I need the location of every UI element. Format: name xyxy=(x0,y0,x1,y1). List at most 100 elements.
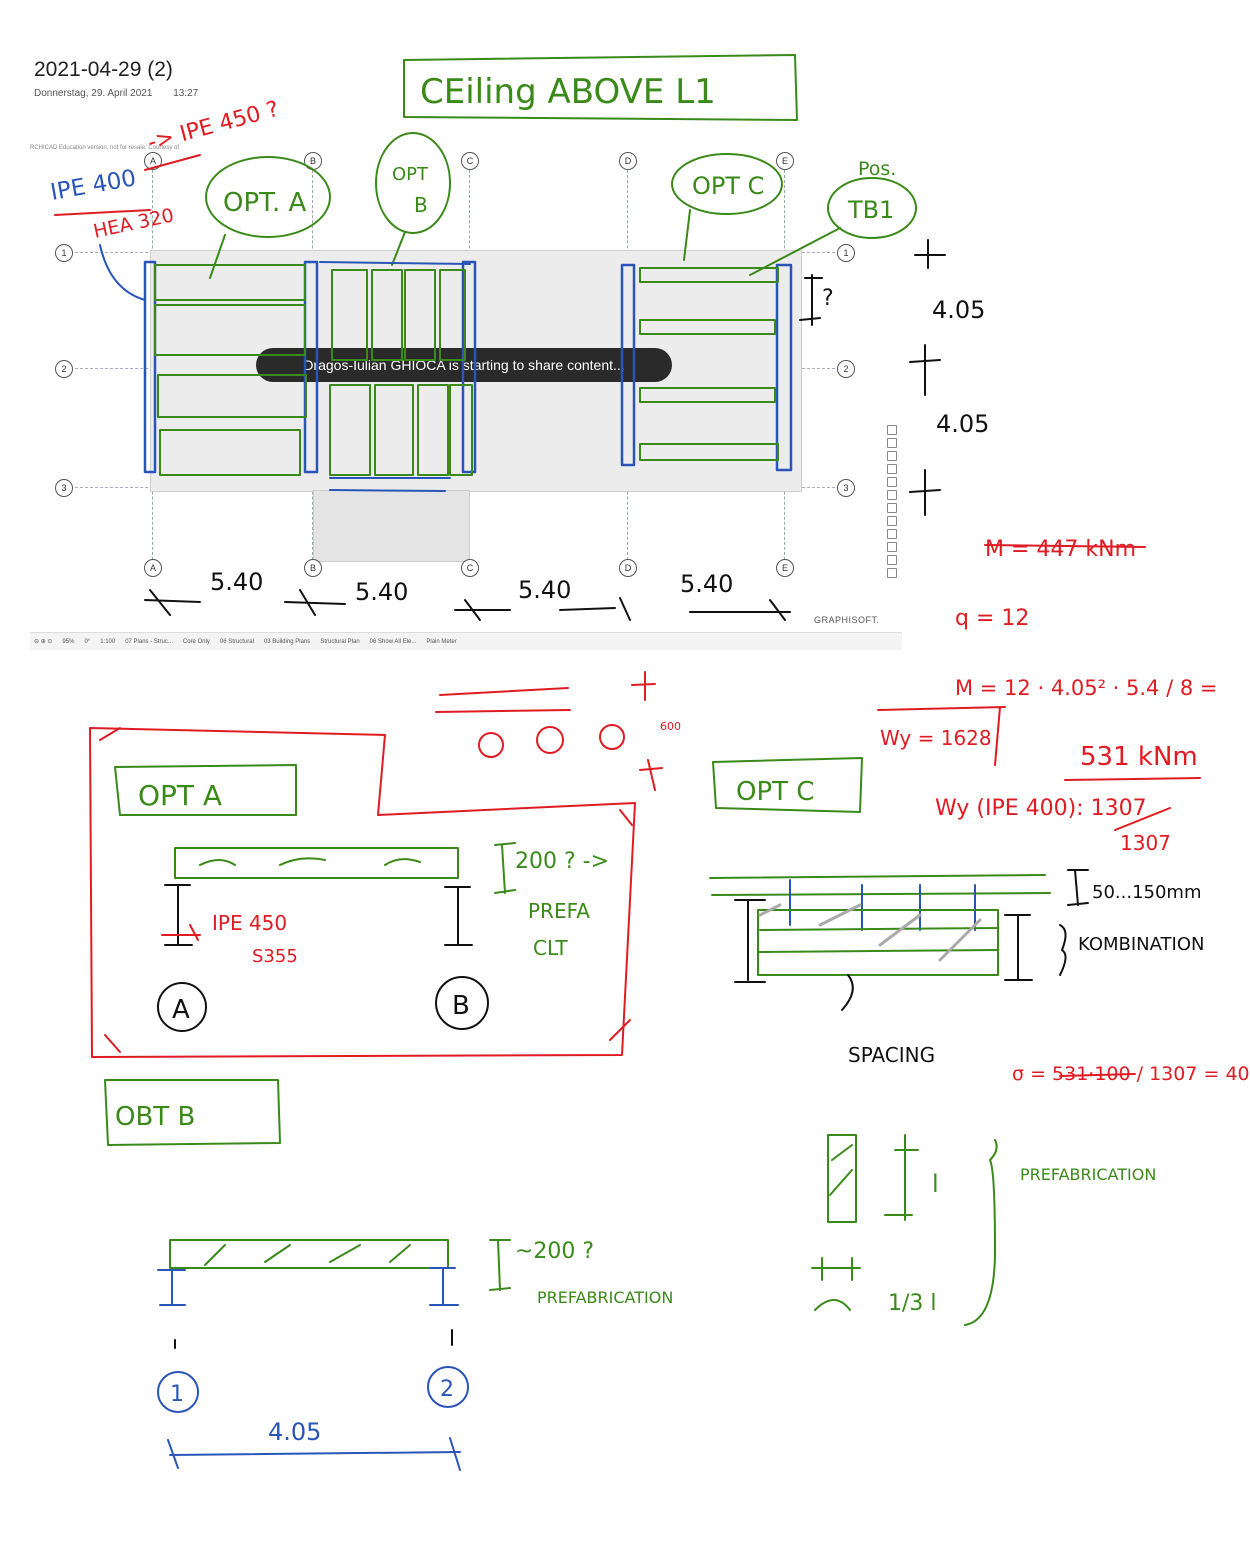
tool-icon[interactable] xyxy=(887,529,897,539)
opt-b-bubble xyxy=(375,132,451,234)
s355-text: S355 xyxy=(252,946,298,967)
kombination-text: KOMBINATION xyxy=(1078,934,1205,955)
grid-label-top-a: A xyxy=(144,152,162,170)
ipe450-text: IPE 450 xyxy=(212,911,287,935)
sigma: σ = 531·100 / 1307 = 40.6 kN/cm² xyxy=(1012,1063,1250,1085)
tool-icon[interactable] xyxy=(887,464,897,474)
tool-icon[interactable] xyxy=(887,568,897,578)
beam-blue-a xyxy=(143,260,157,474)
tool-icon[interactable] xyxy=(887,503,897,513)
plan-annex xyxy=(313,490,470,562)
beam-blue-e xyxy=(775,263,793,472)
tool-icon[interactable] xyxy=(887,555,897,565)
status-model-view[interactable]: 03 Building Plans xyxy=(263,638,311,645)
wy-line: Wy = 1628 xyxy=(880,726,992,750)
dim-405-a: 4.05 xyxy=(932,296,985,324)
status-override[interactable]: 06 Show All Ele... xyxy=(369,638,417,645)
zoom-icon[interactable]: ⊖ ⊕ ⊙ xyxy=(34,639,53,645)
tool-icon[interactable] xyxy=(887,425,897,435)
status-plan[interactable]: Structural Plan xyxy=(320,638,360,645)
tool-icon[interactable] xyxy=(887,490,897,500)
grid-label-top-c: C xyxy=(461,152,479,170)
status-zoom[interactable]: 95% xyxy=(62,638,75,645)
grid-label-bottom-d: D xyxy=(619,559,637,577)
axis-a-text: A xyxy=(172,995,190,1025)
ipe-label: IPE 400 xyxy=(49,165,139,206)
status-angle[interactable]: 0° xyxy=(84,638,91,645)
grid-label-left-3: 3 xyxy=(55,479,73,497)
span-3: 5.40 xyxy=(518,576,571,604)
dim-200b: ~200 ? xyxy=(515,1239,594,1264)
opt-a-slab xyxy=(174,847,459,879)
status-pen-set[interactable]: 06 Structural xyxy=(219,638,254,645)
dim-question: ? xyxy=(822,286,834,311)
tool-icon[interactable] xyxy=(887,451,897,461)
axis-1-circle xyxy=(157,1371,199,1413)
prefabrication-b: PREFABRICATION xyxy=(537,1288,673,1307)
opt-a-text: OPT. A xyxy=(223,188,306,218)
opt-a-label-box xyxy=(114,764,297,816)
note-date: Donnerstag, 29. April 2021 xyxy=(34,88,153,99)
heading-box xyxy=(403,54,798,121)
beam-blue-d xyxy=(620,263,636,467)
status-bar: ⊖ ⊕ ⊙ 95% 0° 1:100 07 Plans - Struc... C… xyxy=(30,632,902,650)
grid-label-right-1: 1 xyxy=(837,244,855,262)
pos-text-1: Pos. xyxy=(858,158,896,180)
tool-icon[interactable] xyxy=(887,516,897,526)
axis-2-text: 2 xyxy=(440,1377,454,1402)
note-title: 2021-04-29 (2) xyxy=(34,58,173,81)
opt-c-label-box xyxy=(712,757,863,813)
status-layer-combo[interactable]: 07 Plans - Struc... xyxy=(125,638,173,645)
axis-1-text: 1 xyxy=(170,1382,184,1407)
tool-icon[interactable] xyxy=(887,438,897,448)
grid-label-bottom-b: B xyxy=(304,559,322,577)
opt-c-text: OPT C xyxy=(692,172,764,200)
graphisoft-logo: GRAPHISOFT. xyxy=(814,615,880,625)
grid-label-bottom-a: A xyxy=(144,559,162,577)
grid-label-left-2: 2 xyxy=(55,360,73,378)
dim-50-150: 50...150mm xyxy=(1092,882,1202,903)
dim-405-c: 4.05 xyxy=(268,1418,321,1446)
grid-label-top-e: E xyxy=(776,152,794,170)
grid-label-top-d: D xyxy=(619,152,637,170)
beam-blue-b xyxy=(303,260,319,474)
q-line: q = 12 xyxy=(955,606,1029,631)
opt-b-text-1: OPT xyxy=(392,164,429,185)
opt-c-bubble xyxy=(671,153,783,215)
prefabrication-c: PREFABRICATION xyxy=(1020,1165,1156,1184)
note-meta: Donnerstag, 29. April 2021 13:27 xyxy=(34,88,216,99)
circles-label: 600 xyxy=(660,720,681,733)
axis-2-circle xyxy=(427,1366,469,1408)
opt-a-outline xyxy=(89,727,636,1058)
status-scale[interactable]: 1:100 xyxy=(100,638,116,645)
tool-icon[interactable] xyxy=(887,477,897,487)
span-4: 5.40 xyxy=(680,570,733,598)
axis-b-text: B xyxy=(452,991,470,1021)
ipe-arrow: -> IPE 450 ? xyxy=(145,97,282,156)
span-2: 5.40 xyxy=(355,578,408,606)
third-l: 1/3 l xyxy=(888,1291,937,1316)
opt-b-slab xyxy=(169,1239,449,1269)
status-structure[interactable]: Core Only xyxy=(182,638,210,645)
m-formula: M = 12 · 4.05² · 5.4 / 8 = xyxy=(955,676,1217,700)
beam-blue-c xyxy=(461,260,477,474)
m-result: 531 kNm xyxy=(1080,742,1198,772)
opt-c-slab xyxy=(757,909,999,976)
heading-text: CEiling ABOVE L1 xyxy=(420,72,716,112)
wy-ipe-corr: 1307 xyxy=(1120,831,1171,855)
pos-text-2: TB1 xyxy=(847,196,894,224)
dim-405-b: 4.05 xyxy=(936,410,989,438)
l-label: l xyxy=(932,1170,939,1198)
opt-b-label-box xyxy=(104,1079,281,1146)
wy-ipe: Wy (IPE 400): 1307 xyxy=(935,796,1147,821)
axis-a-circle xyxy=(157,982,207,1032)
dim-200: 200 ? -> xyxy=(515,849,609,874)
status-dimension[interactable]: Plain Meter xyxy=(426,638,457,645)
tool-icon[interactable] xyxy=(887,542,897,552)
span-1: 5.40 xyxy=(210,568,263,596)
opt-b-box-text: OBT B xyxy=(115,1102,195,1132)
side-toolbar xyxy=(885,425,899,625)
grid-label-bottom-e: E xyxy=(776,559,794,577)
grid-label-left-1: 1 xyxy=(55,244,73,262)
